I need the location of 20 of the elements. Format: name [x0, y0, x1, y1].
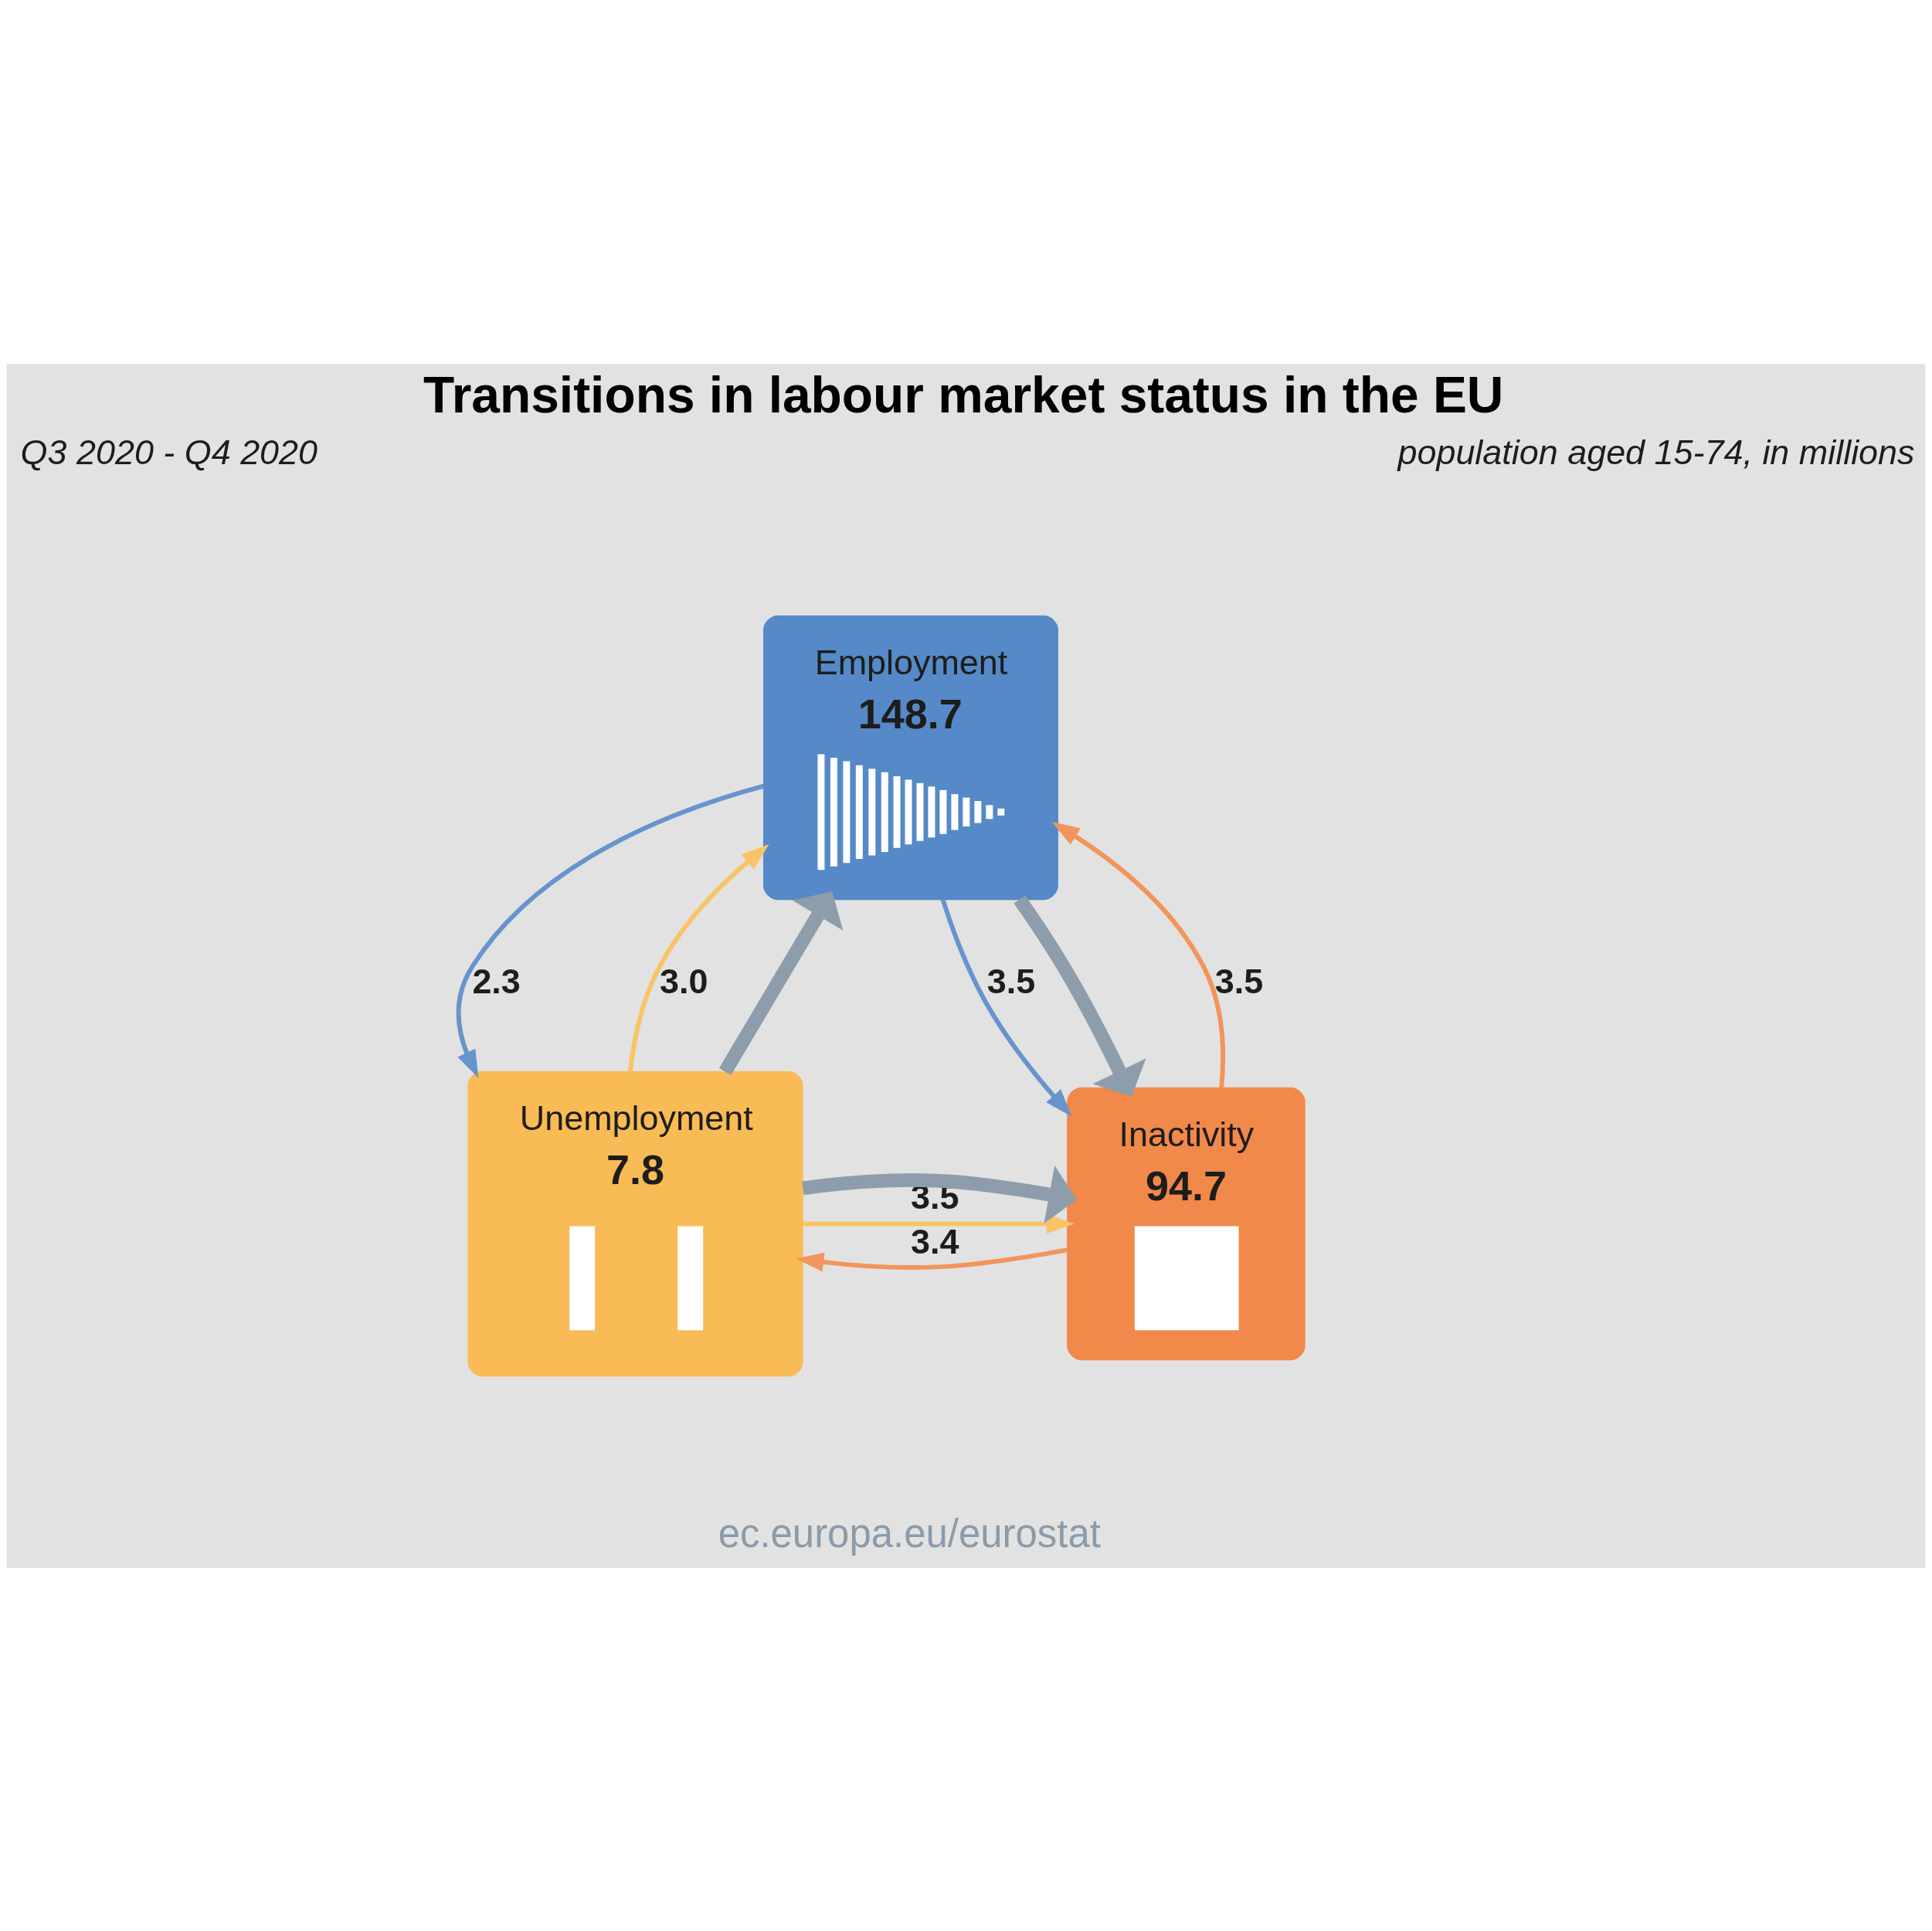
arrow — [456, 783, 765, 1078]
edge-label: 2.3 — [472, 961, 521, 1001]
label: population aged 15-74, in millions — [1397, 432, 1915, 472]
edge-label: 3.4 — [910, 1221, 959, 1261]
label: Q3 2020 - Q4 2020 — [20, 432, 318, 472]
arrow — [940, 898, 1072, 1117]
edge-label: 3.0 — [660, 961, 708, 1001]
arrow — [802, 1165, 1078, 1223]
diagram-title: Transitions in labour market status in the EU — [423, 365, 1504, 423]
node-box: Employment 148.7 — [763, 615, 1058, 900]
arrow — [627, 843, 769, 1072]
label: ec.europa.eu/eurostat — [718, 1511, 1101, 1556]
arrow — [796, 1247, 1068, 1271]
arrow — [718, 891, 844, 1075]
arrow — [1014, 894, 1146, 1097]
node-box: Unemployment 7.8 — [467, 1071, 803, 1376]
arrow — [1051, 821, 1226, 1088]
node-box: Inactivity 94.7 — [1067, 1087, 1306, 1360]
edge-label: 3.5 — [986, 961, 1036, 1001]
edge-label: 3.5 — [1214, 961, 1264, 1001]
